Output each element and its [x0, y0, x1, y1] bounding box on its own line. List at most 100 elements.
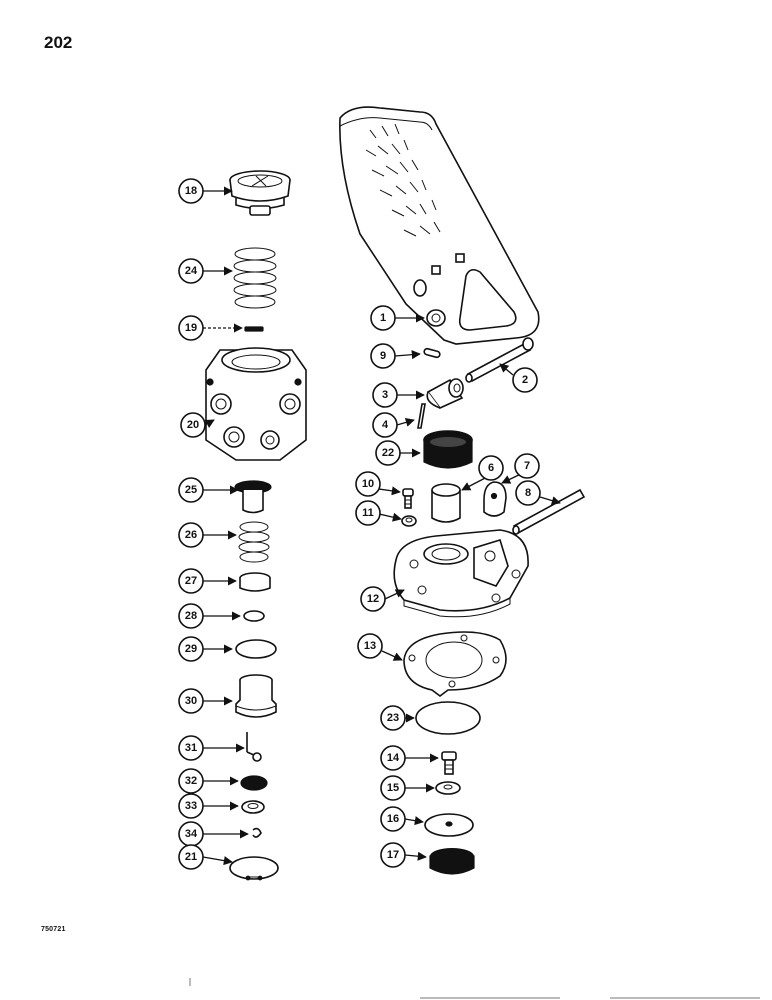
callout-2: 2: [512, 367, 538, 393]
svg-text:26: 26: [185, 529, 197, 541]
svg-text:24: 24: [185, 265, 198, 277]
part-boot: [423, 430, 473, 469]
svg-text:23: 23: [387, 712, 399, 724]
svg-text:8: 8: [525, 487, 531, 499]
svg-text:27: 27: [185, 575, 197, 587]
svg-text:13: 13: [364, 640, 376, 652]
svg-text:33: 33: [185, 800, 197, 812]
part-gasket: [403, 631, 507, 697]
svg-text:9: 9: [380, 350, 386, 362]
svg-text:21: 21: [185, 851, 197, 863]
part-bolt: [441, 751, 457, 775]
part-valve-seat: [235, 674, 277, 718]
part-washer: [435, 781, 461, 795]
callout-9: 9: [370, 343, 396, 369]
callout-19: 19: [178, 315, 204, 341]
callout-14: 14: [380, 745, 406, 771]
callout-3: 3: [372, 382, 398, 408]
figure-code: 750721: [41, 926, 66, 933]
part-retainer: [239, 572, 271, 592]
callout-34: 34: [178, 821, 204, 847]
part-valve-disc: [240, 775, 268, 791]
part-roller: [426, 378, 464, 409]
svg-text:11: 11: [362, 507, 374, 519]
svg-text:15: 15: [387, 782, 399, 794]
callout-17: 17: [380, 842, 406, 868]
part-retaining-clip: [252, 827, 262, 838]
callout-16: 16: [380, 806, 406, 832]
part-plate: [424, 813, 474, 837]
part-plunger: [431, 483, 461, 523]
callout-25: 25: [178, 477, 204, 503]
callout-12: 12: [360, 586, 386, 612]
svg-text:31: 31: [185, 742, 197, 754]
part-snap-ring: [229, 856, 279, 881]
callout-6: 6: [478, 455, 504, 481]
callout-11: 11: [355, 500, 381, 526]
callout-33: 33: [178, 793, 204, 819]
part-o-ring-medium: [235, 639, 277, 659]
callout-22: 22: [375, 440, 401, 466]
part-pedal: [339, 106, 540, 345]
part-washer-small: [241, 800, 265, 814]
svg-text:25: 25: [185, 484, 197, 496]
svg-text:14: 14: [387, 752, 400, 764]
callout-1: 1: [370, 305, 396, 331]
part-pedal-pin: [465, 337, 534, 383]
callout-13: 13: [357, 633, 383, 659]
callout-4: 4: [372, 412, 398, 438]
svg-text:3: 3: [382, 389, 388, 401]
svg-text:28: 28: [185, 610, 197, 622]
part-valve-body: [205, 347, 307, 461]
svg-text:12: 12: [367, 593, 379, 605]
callout-7: 7: [514, 453, 540, 479]
svg-text:10: 10: [362, 478, 374, 490]
part-valve-stem: [246, 732, 262, 762]
part-bushing: [426, 309, 446, 327]
callout-32: 32: [178, 768, 204, 794]
callout-28: 28: [178, 603, 204, 629]
callout-24: 24: [178, 258, 204, 284]
callout-31: 31: [178, 735, 204, 761]
part-o-ring-small: [243, 610, 265, 622]
part-mounting-plate: [393, 529, 529, 618]
part-spring-small: [238, 521, 270, 563]
callout-18: 18: [178, 178, 204, 204]
part-pin-small: [244, 326, 264, 332]
svg-text:7: 7: [524, 460, 530, 472]
part-cotter-pin: [417, 403, 426, 429]
leader-lines: [202, 186, 561, 866]
part-piston: [234, 480, 272, 514]
part-cam: [483, 481, 507, 517]
callout-10: 10: [355, 471, 381, 497]
part-roll-pin: [423, 347, 441, 359]
svg-text:6: 6: [488, 462, 494, 474]
svg-text:18: 18: [185, 185, 197, 197]
callout-27: 27: [178, 568, 204, 594]
callout-29: 29: [178, 636, 204, 662]
callout-20: 20: [180, 412, 206, 438]
callout-8: 8: [515, 480, 541, 506]
svg-text:30: 30: [185, 695, 197, 707]
svg-text:22: 22: [382, 447, 394, 459]
svg-text:16: 16: [387, 813, 399, 825]
svg-text:32: 32: [185, 775, 197, 787]
svg-text:2: 2: [522, 374, 528, 386]
svg-text:19: 19: [185, 322, 197, 334]
svg-text:17: 17: [387, 849, 399, 861]
part-valve-cover: [229, 170, 291, 216]
svg-text:20: 20: [187, 419, 199, 431]
svg-text:4: 4: [382, 419, 389, 431]
part-boot-bottom: [429, 848, 475, 875]
svg-text:1: 1: [380, 312, 386, 324]
callout-21: 21: [178, 844, 204, 870]
svg-text:34: 34: [185, 828, 198, 840]
part-lock-washer: [401, 515, 417, 527]
callout-30: 30: [178, 688, 204, 714]
part-spring-large: [233, 247, 277, 309]
scan-artifacts: [189, 978, 760, 999]
page-number: 202: [44, 33, 73, 52]
part-bolt-small: [402, 488, 414, 509]
part-o-ring-large: [415, 701, 481, 735]
